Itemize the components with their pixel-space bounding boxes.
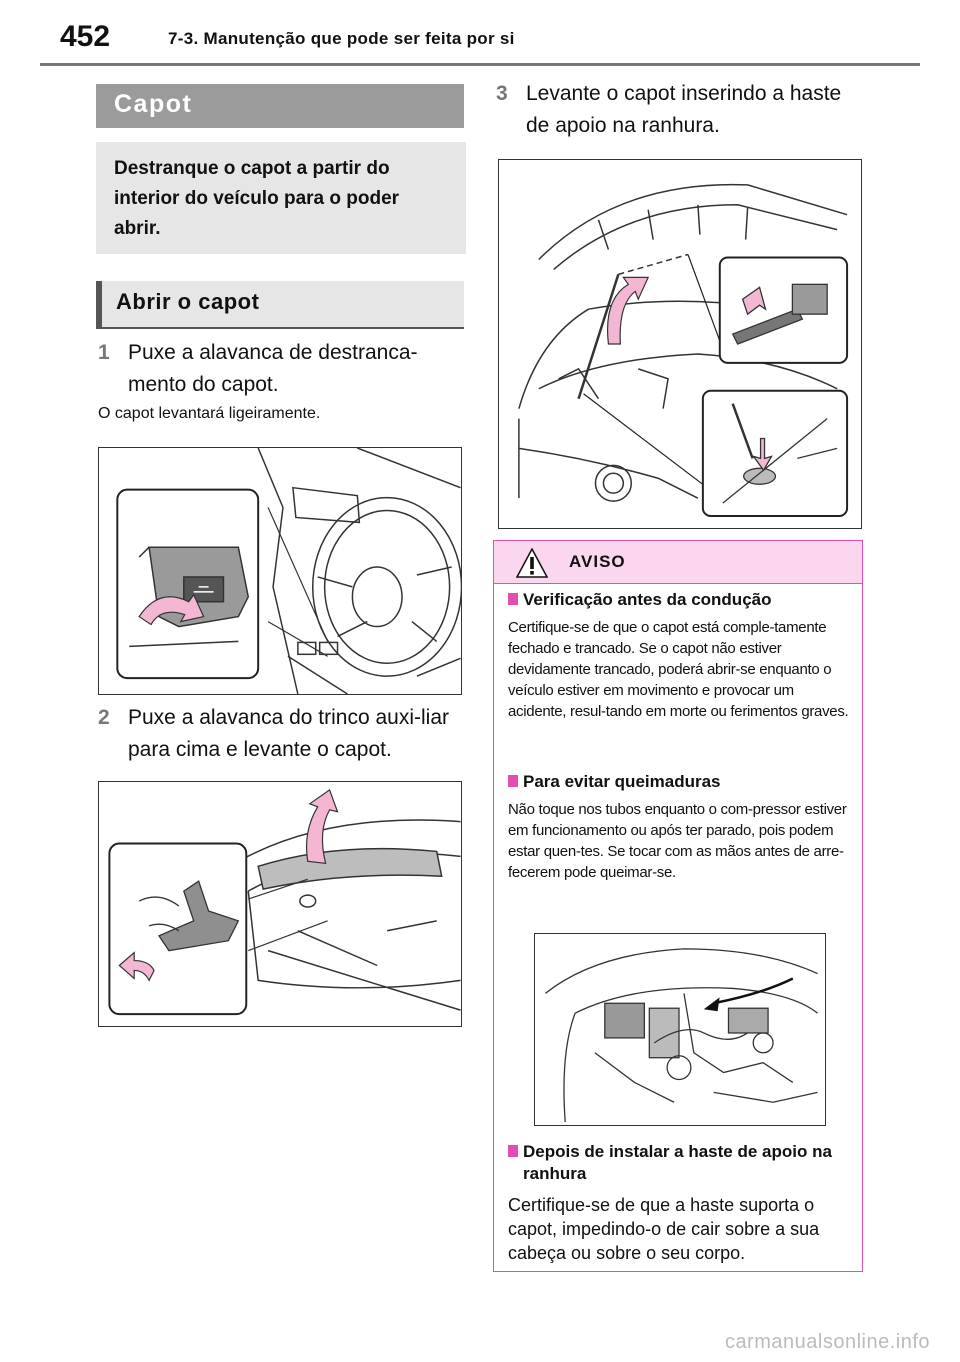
warning-item-1-text: Certifique-se de que o capot está comple… <box>508 619 849 720</box>
section-title: Capot <box>114 90 193 118</box>
figure-support-rod <box>498 159 862 529</box>
figure-hood-release-lever <box>98 447 462 695</box>
step-2-number: 2 <box>98 706 110 729</box>
watermark: carmanualsonline.info <box>724 1331 930 1353</box>
warning-title: AVISO <box>569 552 626 571</box>
warning-item-2-text: Não toque nos tubos enquanto o com-press… <box>508 801 847 881</box>
auxiliary-latch-illustration <box>108 789 461 1016</box>
bullet-square-icon <box>508 1145 518 1157</box>
warning-item-2-heading: Para evitar queimaduras <box>508 771 848 793</box>
step-1-note: O capot levantará ligeiramente. <box>98 405 321 422</box>
step-1: 1 Puxe a alavanca de destranca-mento do … <box>98 337 458 401</box>
step-2-text: Puxe a alavanca do trinco auxi-liar para… <box>128 706 450 761</box>
bullet-square-icon <box>508 775 518 787</box>
figure-engine-bay <box>534 933 826 1126</box>
section-intro: Destranque o capot a partir do interior … <box>96 142 466 254</box>
section-title-bar: Capot <box>96 84 464 128</box>
subsection-title: Abrir o capot <box>116 289 260 314</box>
page-number: 452 <box>60 20 111 53</box>
subsection-title-bar: Abrir o capot <box>96 281 464 329</box>
warning-item-3-text: Certifique-se de que a haste suporta o c… <box>508 1195 820 1263</box>
warning-header: AVISO <box>494 541 862 584</box>
step-2: 2 Puxe a alavanca do trinco auxi-liar pa… <box>98 702 466 766</box>
warning-triangle-icon <box>516 548 548 578</box>
support-rod-illustration <box>518 183 849 518</box>
step-1-number: 1 <box>98 341 110 364</box>
step-3-number: 3 <box>496 82 508 105</box>
hood-release-illustration <box>116 448 461 694</box>
warning-box: AVISO Verificação antes da condução Cert… <box>493 540 863 1272</box>
warning-item-1-heading: Verificação antes da condução <box>508 589 848 611</box>
step-3: 3 Levante o capot inserindo a haste de a… <box>496 78 864 142</box>
chapter-title: 7-3. Manutenção que pode ser feita por s… <box>168 29 515 48</box>
header-divider <box>40 63 920 66</box>
figure-auxiliary-latch <box>98 781 462 1027</box>
bullet-square-icon <box>508 593 518 605</box>
warning-item-3-heading: Depois de instalar a haste de apoio na r… <box>508 1141 848 1185</box>
engine-bay-illustration <box>545 948 818 1123</box>
step-1-text: Puxe a alavanca de destranca-mento do ca… <box>128 341 418 396</box>
step-3-text: Levante o capot inserindo a haste de apo… <box>526 82 842 137</box>
